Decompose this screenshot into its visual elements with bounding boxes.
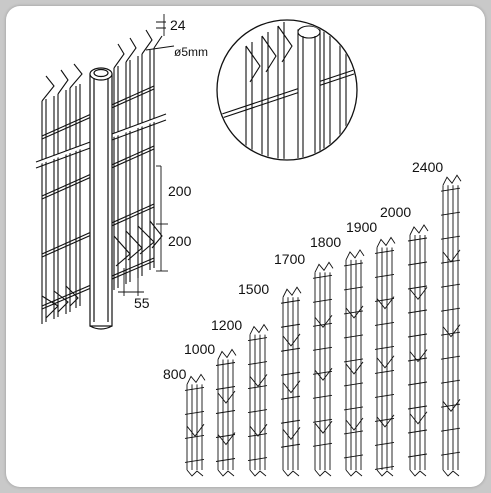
- label-wire-gap: 24: [170, 17, 186, 33]
- fence-panel-1200: [247, 323, 269, 477]
- height-label-1200: 1200: [211, 317, 242, 333]
- fence-panel-2000: [407, 224, 429, 477]
- fence-panel-1700: [312, 261, 334, 477]
- fence-panel-1800: [343, 249, 365, 477]
- fence-panel-1000: [215, 348, 237, 477]
- fence-panel-1900: [374, 236, 396, 477]
- height-label-2400: 2400: [412, 159, 443, 175]
- diagram-card: 24 ø5mm 200 200 55 800 1000 1200 1500 17…: [6, 6, 485, 487]
- label-wire-diameter: ø5mm: [174, 45, 208, 59]
- fence-panel-800: [184, 373, 206, 477]
- height-label-1900: 1900: [346, 219, 377, 235]
- top-bends: [41, 29, 163, 102]
- height-label-1800: 1800: [310, 234, 341, 250]
- label-mesh-spacing-upper: 200: [168, 183, 192, 199]
- lower-bends: [41, 220, 163, 319]
- height-label-1500: 1500: [238, 281, 269, 297]
- height-label-2000: 2000: [380, 204, 411, 220]
- height-label-1000: 1000: [184, 341, 215, 357]
- fence-diagram: 24 ø5mm 200 200 55 800 1000 1200 1500 17…: [35, 14, 462, 477]
- label-post-offset: 55: [134, 295, 150, 311]
- fence-panel-1500: [280, 286, 302, 477]
- label-mesh-spacing-lower: 200: [168, 233, 192, 249]
- dimension-lines: [118, 14, 175, 296]
- panel-series: [184, 174, 462, 477]
- fence-detail: [35, 29, 167, 330]
- height-label-1700: 1700: [274, 251, 305, 267]
- fence-post: [89, 67, 113, 330]
- height-label-800: 800: [163, 366, 187, 382]
- magnified-detail: [216, 19, 358, 161]
- fence-panel-2400: [440, 174, 462, 477]
